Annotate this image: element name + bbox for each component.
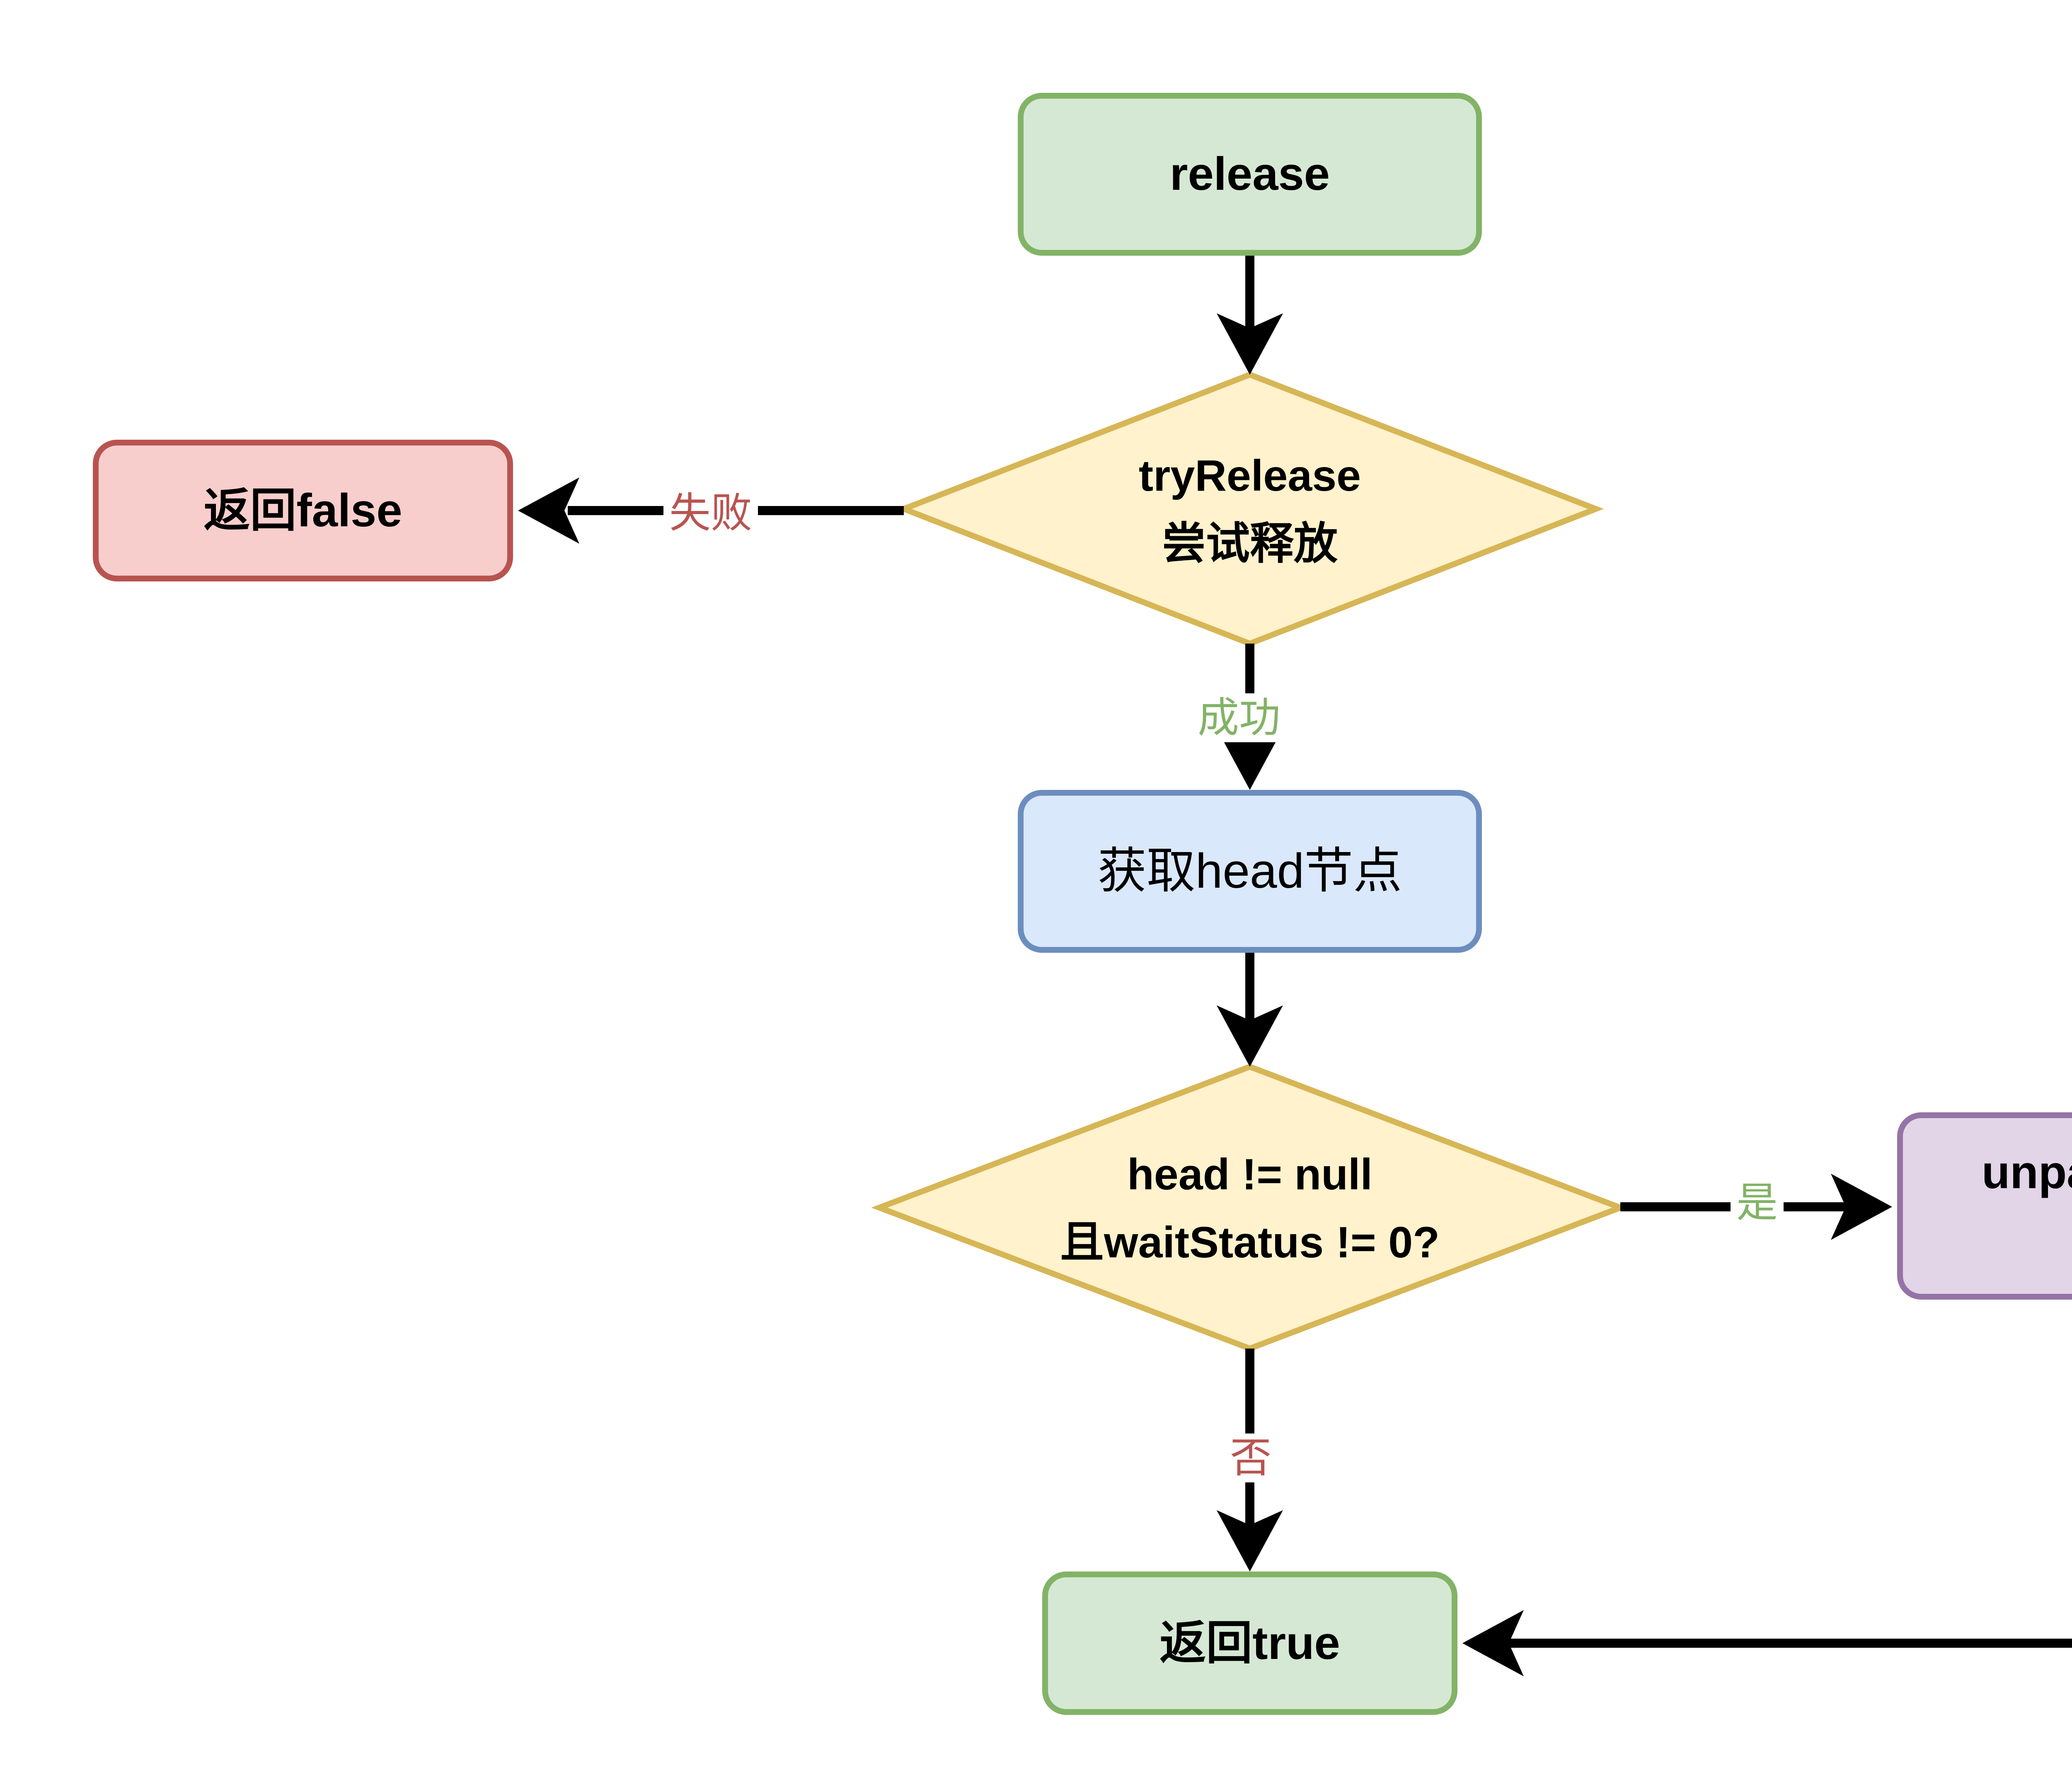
edge-label-yes: 是	[1731, 1178, 1784, 1227]
node-return-false: 返回false	[93, 440, 513, 581]
decision-head-check-line2: 且waitStatus != 0?	[1060, 1218, 1440, 1267]
node-get-head-label: 获取head节点	[1097, 843, 1402, 898]
node-return-true: 返回true	[1042, 1571, 1457, 1715]
arrow-release-to-tryrelease	[1217, 256, 1283, 375]
decision-try-release-line1: tryRelease	[1138, 451, 1361, 500]
arrow-unpark-to-returntrue	[1462, 1610, 2072, 1676]
edge-label-no: 否	[1224, 1433, 1277, 1482]
edge-label-success: 成功	[1192, 693, 1286, 742]
node-unpark-successor-line1: unparkSuccessor	[1982, 1146, 2072, 1198]
decision-head-check-label: head != null 且waitStatus != 0?	[942, 1100, 1558, 1317]
node-release-label: release	[1169, 148, 1330, 200]
node-get-head: 获取head节点	[1018, 790, 1482, 953]
arrow-gethead-to-headcheck	[1217, 953, 1283, 1067]
node-release: release	[1018, 93, 1482, 256]
node-return-false-label: 返回false	[203, 484, 402, 536]
decision-try-release-label: tryRelease 尝试释放	[966, 414, 1534, 605]
edge-label-fail: 失败	[663, 489, 758, 538]
node-unpark-successor: unparkSuccessor 唤醒后继	[1897, 1112, 2072, 1300]
node-return-true-label: 返回true	[1159, 1617, 1340, 1669]
decision-try-release-line2: 尝试释放	[1162, 519, 1338, 568]
decision-head-check-line1: head != null	[1127, 1150, 1372, 1199]
